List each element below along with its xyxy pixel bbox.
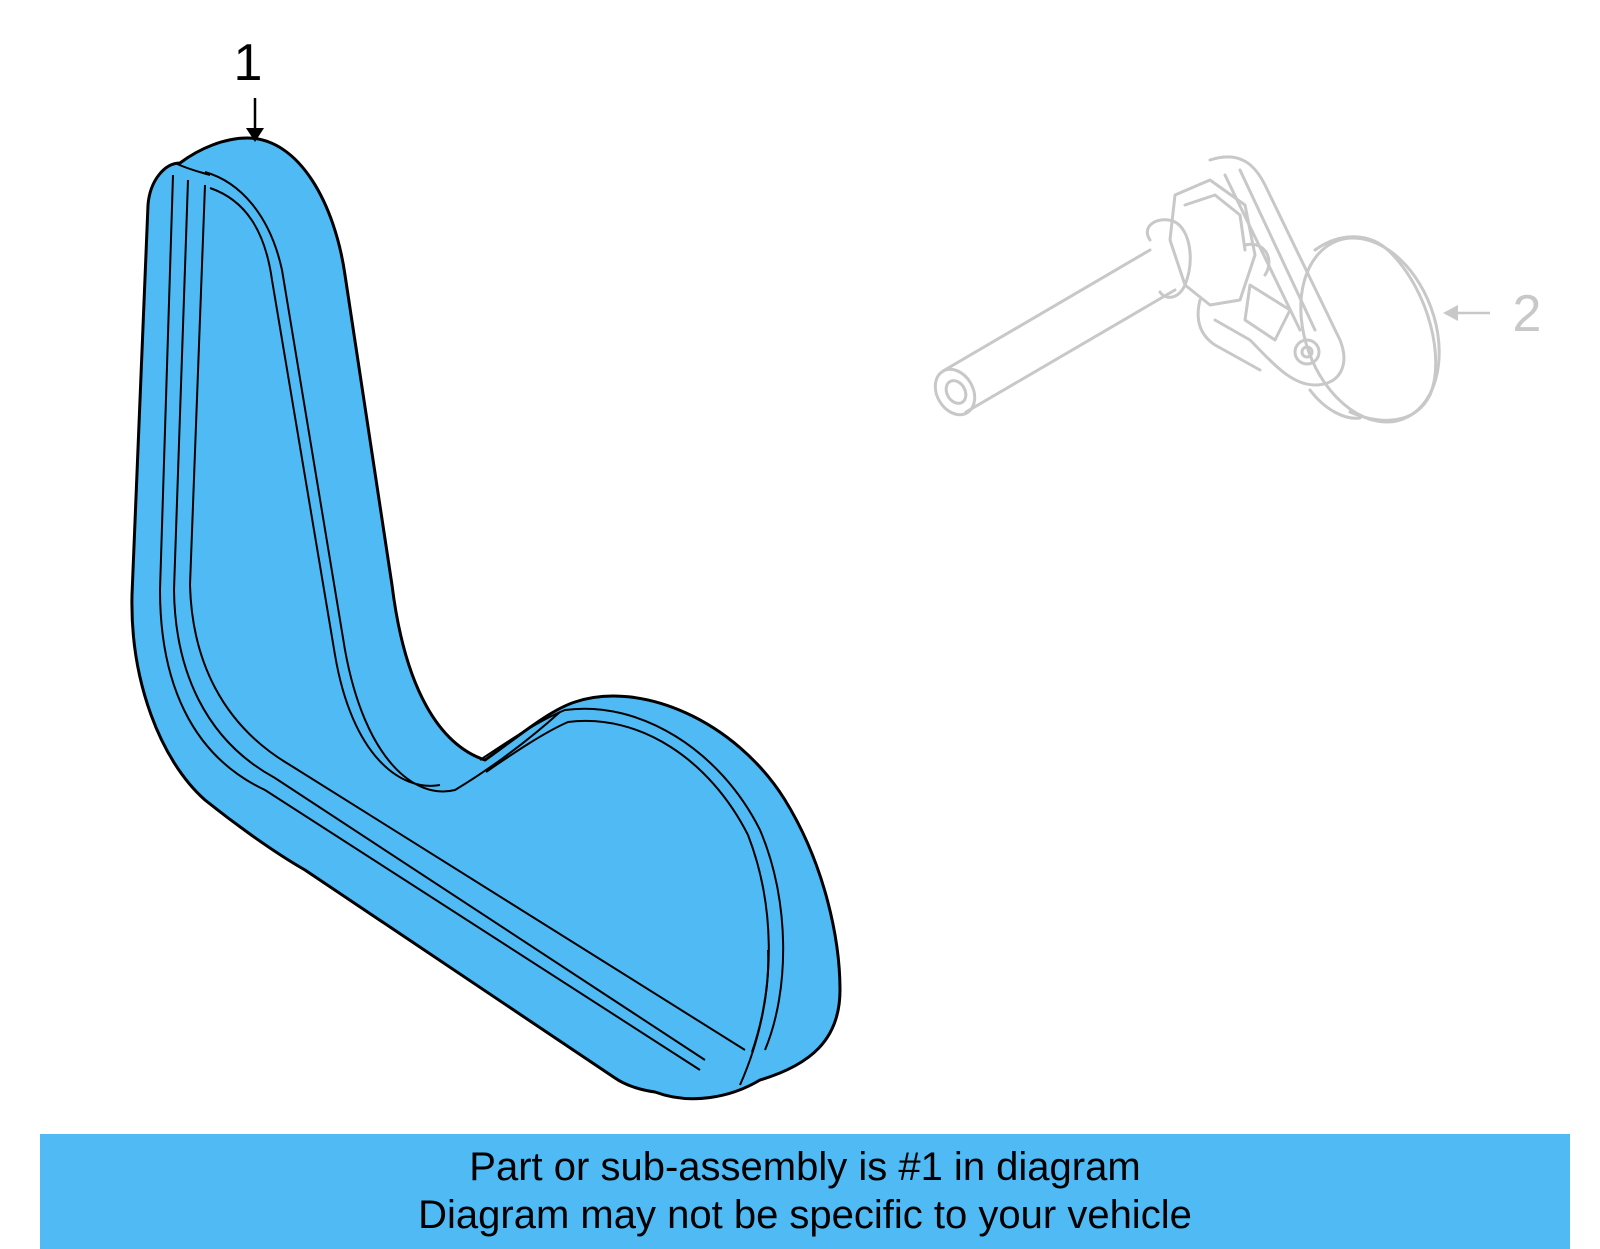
info-banner: Part or sub-assembly is #1 in diagram Di…	[40, 1134, 1570, 1249]
belt-outline	[130, 136, 842, 1101]
tensioner-shaft	[941, 248, 1177, 414]
tensioner-part[interactable]	[927, 155, 1463, 442]
belt-grooves	[158, 162, 785, 1086]
callout-2-label: 2	[1513, 285, 1542, 343]
banner-line-2: Diagram may not be specific to your vehi…	[418, 1193, 1192, 1237]
callout-1-label: 1	[234, 34, 263, 92]
callout-1: 1	[234, 34, 264, 142]
callout-2: 2	[1443, 285, 1541, 343]
belt-part[interactable]	[130, 136, 842, 1101]
banner-line-1: Part or sub-assembly is #1 in diagram	[469, 1145, 1141, 1189]
